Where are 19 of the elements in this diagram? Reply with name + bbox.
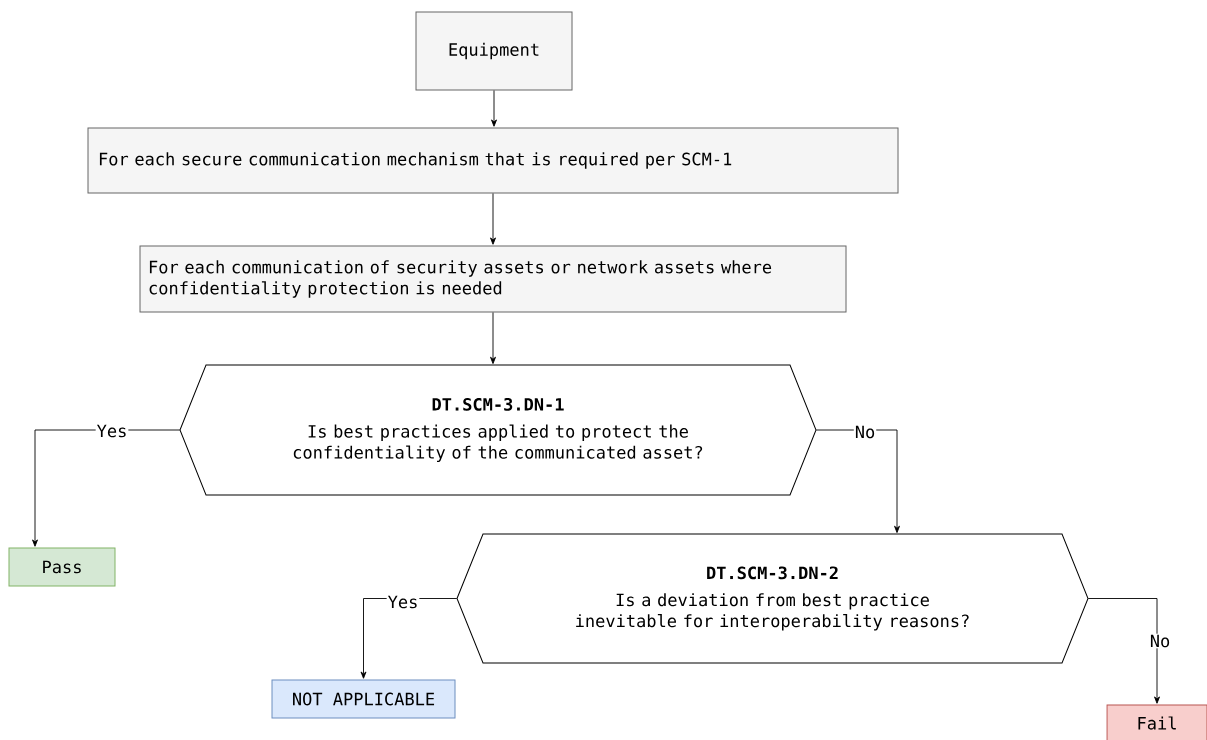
arrow — [1087, 598, 1160, 704]
edge-label: No — [1148, 633, 1172, 649]
decision-hexagon: DT.SCM-3.DN-2 Is a deviation from best practice inevitable for interoperability reasons? — [456, 533, 1089, 664]
arrow — [490, 312, 496, 364]
edge-label: Yes — [95, 423, 129, 439]
process-box: Equipment — [415, 11, 573, 91]
arrow — [32, 429, 181, 547]
decision-hexagon: DT.SCM-3.DN-1 Is best practices applied to protect the confidentiality of the communicated asset? — [179, 364, 817, 496]
result-box: Pass — [8, 547, 116, 587]
arrow — [490, 193, 496, 245]
edge-label: Yes — [386, 594, 420, 610]
arrow — [360, 598, 458, 679]
edge-label: No — [853, 424, 877, 440]
result-box: Fail — [1106, 704, 1207, 740]
result-box: NOT APPLICABLE — [271, 679, 456, 719]
arrow — [491, 90, 497, 127]
process-box: For each secure communication mechanism that is required per SCM-1 — [87, 127, 899, 194]
process-box: For each communication of security assets or network assets where confidentiality protection is needed — [139, 245, 847, 313]
arrow — [815, 429, 900, 534]
